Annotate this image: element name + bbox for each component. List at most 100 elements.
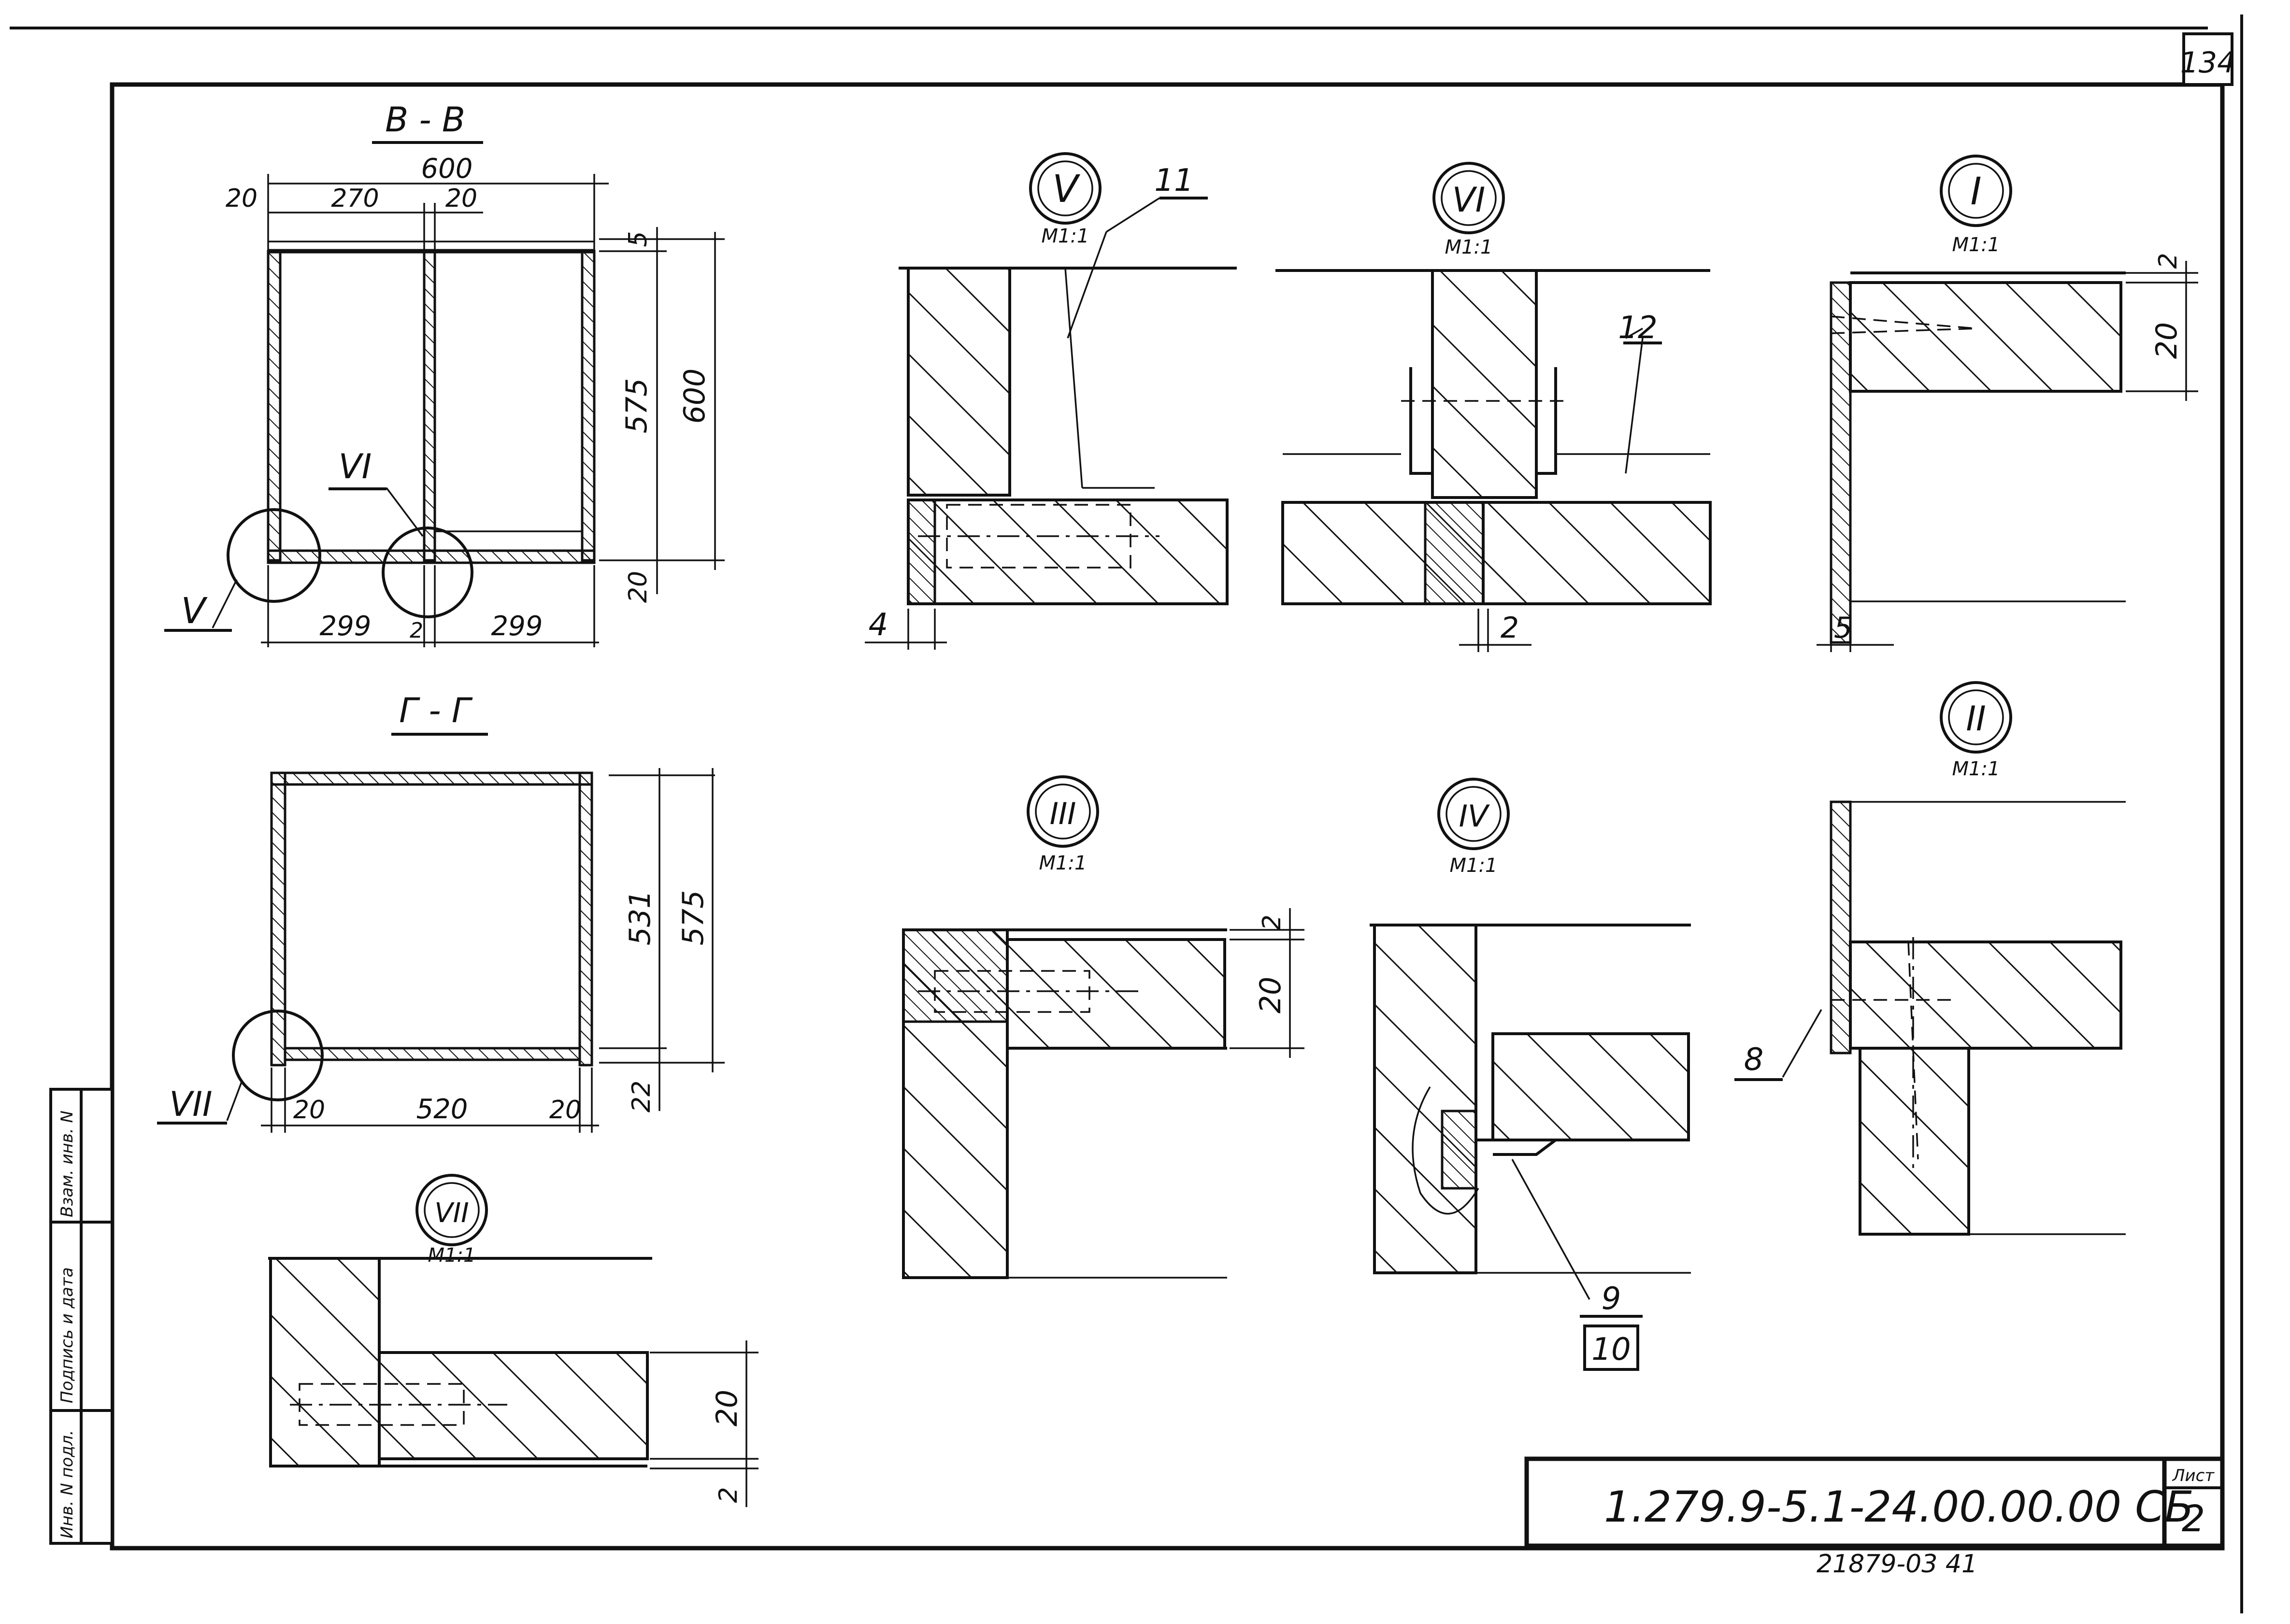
detail-iv-leader-a: 9: [1602, 1281, 1621, 1317]
detail-vi-numeral: VI: [1452, 180, 1486, 220]
detail-vii-numeral: VII: [434, 1197, 469, 1229]
bb-right-wall: [581, 250, 596, 562]
detail-i-side-plate: [1830, 281, 1852, 644]
detail-vi-leader: 12: [1618, 310, 1657, 346]
detail-v-leader: 11: [1154, 163, 1193, 199]
detail-vi-scale: М1:1: [1445, 236, 1493, 258]
detail-vi-center-wall: [1431, 269, 1538, 499]
section-bb: В - В 600 20 270 20 5 575 600 20: [164, 100, 725, 647]
bb-mid-wall: [423, 250, 436, 562]
detail-iii-board: [1006, 938, 1226, 1050]
detail-v-dim: 4: [869, 607, 888, 643]
detail-ii-scale: М1:1: [1952, 758, 2000, 780]
detail-v: V М1:1 11 4: [865, 152, 1237, 650]
detail-ii-badge-outer: [1940, 681, 2012, 754]
detail-iv-wall: [1373, 924, 1477, 1274]
detail-ii-board: [1849, 940, 2122, 1050]
detail-ii: II М1:1 8: [1734, 681, 2126, 1236]
detail-v-scale: М1:1: [1042, 225, 1089, 247]
detail-i-badge-outer: [1940, 155, 2012, 227]
gg-dim-right-wall: 20: [549, 1096, 581, 1125]
detail-i-dim-side: 5: [1834, 611, 1852, 645]
bb-dim-mid-bottom: 2: [410, 618, 423, 643]
detail-iii-badge-inner: [1035, 784, 1091, 840]
detail-vii-scale: М1:1: [428, 1244, 476, 1267]
bottom-note: 21879-03 41: [1817, 1550, 1977, 1579]
bb-callout-vi-label: VI: [339, 447, 372, 486]
bb-dim-left-wall: 20: [226, 184, 258, 213]
gg-callout-vii-label: VII: [169, 1084, 212, 1124]
doc-code: 1.279.9-5.1-24.00.00.00 СБ: [1604, 1482, 2194, 1532]
detail-iii-dim-top: 2: [1258, 914, 1287, 930]
detail-i-dim-thk: 20: [2150, 322, 2184, 359]
detail-iv-scale: М1:1: [1450, 855, 1498, 877]
side-stamp: Инв. N подл. Подпись и дата Взам. инв. N: [49, 1088, 114, 1545]
bb-dim-left-bottom: 299: [320, 611, 372, 642]
gg-top-plate: [270, 771, 593, 786]
sheet-frame: 134 Инв. N подл. Подпись и дата Взам. ин…: [10, 14, 2243, 1613]
detail-iii-badge-outer: [1027, 775, 1099, 848]
detail-iv-board: [1491, 1032, 1690, 1141]
detail-ii-badge-inner: [1948, 689, 2004, 745]
detail-v-badge-inner: [1037, 160, 1093, 216]
detail-ii-numeral: II: [1966, 699, 1986, 739]
detail-v-numeral: V: [1052, 168, 1080, 211]
sheet-label: Лист: [2172, 1466, 2215, 1485]
bb-dim-total-height: 600: [678, 369, 712, 424]
detail-i: I М1:1 2 20 5: [1817, 155, 2198, 652]
bb-dim-inner-height: 575: [620, 378, 654, 434]
side-field-replace: Взам. инв. N: [57, 1111, 77, 1217]
detail-ii-leader: 8: [1744, 1042, 1764, 1078]
gg-right-wall: [578, 771, 593, 1067]
detail-vii: VII М1:1 20 2: [268, 1174, 759, 1507]
gg-dim-total-height: 575: [676, 890, 710, 946]
detail-iv-badge-inner: [1446, 786, 1502, 842]
detail-i-scale: М1:1: [1952, 234, 2000, 256]
detail-iv: IV М1:1 9 10: [1370, 778, 1691, 1371]
bb-dim-bottom-thk: 20: [624, 571, 653, 603]
bb-callout-v-circle: [227, 508, 321, 603]
detail-vii-board: [378, 1351, 649, 1460]
sheet-number: 2: [2182, 1497, 2205, 1540]
detail-vii-dim-thk: 20: [710, 1390, 744, 1426]
detail-vii-badge-outer: [415, 1174, 488, 1246]
detail-vii-dim-bottom: 2: [714, 1487, 743, 1503]
gg-dim-left-wall: 20: [293, 1096, 325, 1125]
detail-i-board: [1849, 281, 2122, 393]
page-number: 134: [2180, 46, 2236, 80]
detail-iii-numeral: III: [1050, 796, 1076, 831]
bb-dim-top-gap: 5: [624, 231, 653, 247]
detail-iv-seal: [1441, 1110, 1477, 1190]
detail-vi: VI М1:1 12 2: [1275, 162, 1712, 652]
bb-dim-total-width: 600: [421, 153, 473, 185]
detail-iii-dim-thk: 20: [1254, 977, 1288, 1013]
gg-dim-bottom-gap: 22: [627, 1081, 656, 1112]
gg-dim-inner-width: 520: [416, 1094, 468, 1125]
detail-i-badge-inner: [1948, 163, 2004, 219]
detail-v-wall: [907, 267, 1011, 497]
bb-dim-right-bottom: 299: [491, 611, 543, 642]
detail-vi-base: [1281, 501, 1712, 605]
section-gg-title: Г - Г: [399, 691, 473, 730]
detail-ii-side-plate: [1830, 800, 1852, 1054]
detail-iii-scale: М1:1: [1039, 852, 1087, 874]
section-gg: Г - Г 531 575 22 20 520 20 VII: [157, 691, 725, 1133]
section-bb-title: В - В: [385, 100, 465, 140]
detail-v-badge-outer: [1029, 152, 1102, 225]
bb-callout-v-label: V: [181, 590, 208, 632]
page-number-box: [2182, 32, 2233, 86]
detail-iv-leader-b: 10: [1591, 1332, 1631, 1368]
gg-left-wall: [270, 771, 286, 1067]
bb-dim-mid-wall: 20: [445, 184, 477, 213]
detail-vii-badge-inner: [424, 1182, 480, 1238]
gg-dim-inner-height: 531: [623, 890, 657, 946]
detail-v-base: [907, 499, 1229, 605]
bb-dim-left-width: 270: [331, 184, 379, 213]
gg-callout-vii-circle: [232, 1010, 324, 1101]
detail-vi-badge-outer: [1432, 162, 1505, 234]
detail-vi-badge-inner: [1441, 170, 1497, 226]
title-block: 1.279.9-5.1-24.00.00.00 СБ Лист 2: [1524, 1456, 2225, 1548]
bb-bottom-plate: [267, 549, 596, 564]
detail-iv-numeral: IV: [1459, 798, 1490, 834]
